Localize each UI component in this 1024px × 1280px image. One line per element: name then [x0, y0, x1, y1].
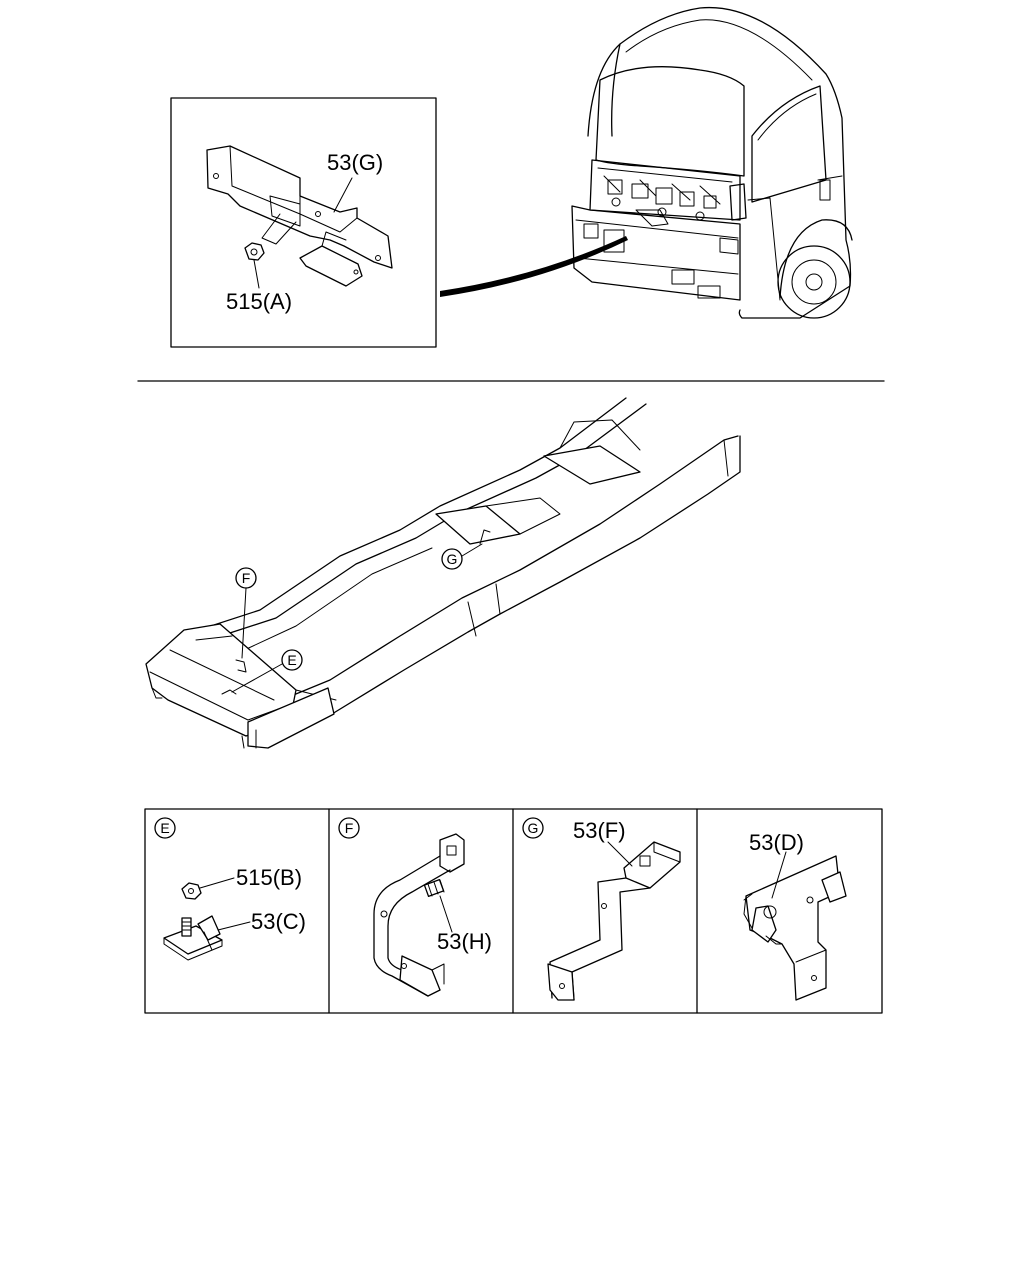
stud-53h-drawing — [423, 878, 445, 898]
panel-e-locator-label: E — [160, 820, 169, 836]
panel-e-locator — [154, 817, 176, 839]
bracket-53f-drawing — [547, 841, 681, 1001]
panel-g-locator — [522, 817, 544, 839]
panel-f-locator-label: F — [345, 820, 354, 836]
nut-515b-drawing — [181, 882, 202, 900]
svg-text:G: G — [447, 551, 458, 567]
svg-text:F: F — [242, 570, 251, 586]
label-515b: 515(B) — [236, 865, 302, 890]
label-53f: 53(F) — [573, 818, 626, 843]
panel-g: G 53(F) — [522, 817, 681, 1001]
truck-cab-drawing — [571, 6, 853, 319]
callout-connector — [440, 236, 628, 297]
chassis-frame-drawing — [145, 397, 741, 749]
nut-515a-drawing — [244, 242, 265, 261]
label-53d: 53(D) — [749, 830, 804, 855]
detail-box-bracket-g: 53(G) 515(A) — [170, 97, 437, 348]
bracket-53g-drawing — [206, 145, 393, 287]
detail-panels: E 515(B) 53(C) F — [144, 808, 883, 1014]
bracket-53d-drawing — [743, 855, 847, 1001]
bracket-53h-drawing — [373, 833, 465, 997]
label-53g: 53(G) — [327, 150, 383, 175]
svg-text:E: E — [287, 652, 296, 668]
leader-515a — [253, 259, 260, 289]
locator-g-chassis: G — [441, 543, 483, 570]
locator-f-chassis: F — [235, 567, 257, 659]
detail-box-frame — [170, 97, 437, 348]
clip-53c-drawing — [163, 915, 223, 961]
label-515a: 515(A) — [226, 289, 292, 314]
panel-g-locator-label: G — [528, 820, 539, 836]
panel-e: E 515(B) 53(C) — [154, 817, 306, 961]
locator-e-chassis: E — [231, 649, 303, 693]
panel-f: F 53(H) — [338, 817, 492, 997]
leader-53g — [333, 177, 353, 213]
panel-f-locator — [338, 817, 360, 839]
label-53c: 53(C) — [251, 909, 306, 934]
panel-d: 53(D) — [743, 830, 847, 1001]
label-53h: 53(H) — [437, 929, 492, 954]
